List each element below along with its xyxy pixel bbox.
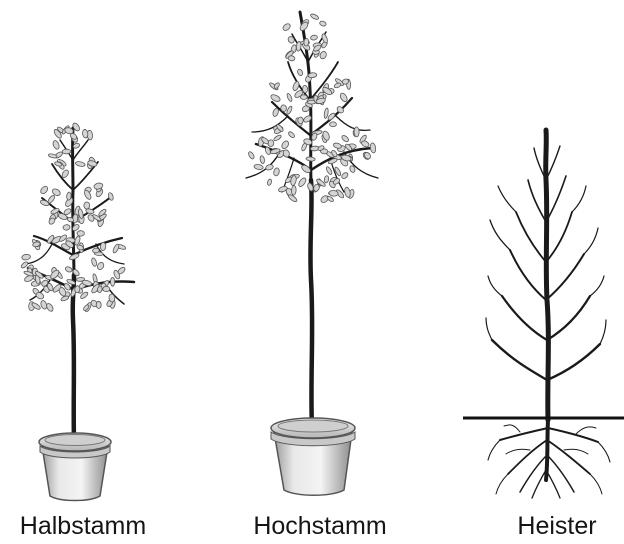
leaf xyxy=(304,38,309,46)
leaf xyxy=(93,182,103,190)
leaf xyxy=(306,156,316,161)
leaf xyxy=(109,294,116,303)
leaf xyxy=(330,122,337,127)
leaf xyxy=(110,277,114,286)
leaf xyxy=(76,277,84,282)
leaf xyxy=(75,161,86,167)
leaf xyxy=(370,143,377,154)
hochstamm-tree xyxy=(246,12,378,495)
leaf xyxy=(291,185,296,195)
halbstamm-pot xyxy=(39,433,111,501)
leaf xyxy=(321,33,329,44)
leaf xyxy=(280,105,287,112)
leaf xyxy=(264,146,271,155)
leaf xyxy=(265,164,274,171)
leaf xyxy=(344,187,351,198)
leaf xyxy=(313,184,320,193)
leaf xyxy=(60,295,69,302)
leaf xyxy=(92,248,99,254)
leaf xyxy=(84,202,90,209)
leaf xyxy=(280,140,290,150)
leaf xyxy=(288,131,296,139)
leaf xyxy=(288,55,295,61)
leaf xyxy=(329,190,339,197)
leaf xyxy=(75,286,81,293)
leaf xyxy=(91,257,98,267)
halbstamm-tree xyxy=(20,122,134,501)
leaf xyxy=(21,254,30,261)
leaf xyxy=(62,149,71,154)
leaf xyxy=(272,108,280,118)
leaf xyxy=(47,194,56,204)
leaf xyxy=(273,134,282,142)
leaf xyxy=(96,261,105,271)
leaf xyxy=(40,300,48,310)
heister-branches xyxy=(486,130,606,420)
leaf xyxy=(66,192,71,200)
leaf xyxy=(297,68,304,76)
leaf xyxy=(333,142,342,149)
leaf xyxy=(292,81,300,92)
leaf xyxy=(49,269,60,280)
leaf xyxy=(267,179,273,186)
leaf xyxy=(354,127,359,137)
leaf xyxy=(286,105,293,114)
leaf xyxy=(247,151,255,160)
leaf xyxy=(333,82,341,89)
label-halbstamm: Halbstamm xyxy=(8,508,158,544)
hochstamm-pot xyxy=(271,418,355,495)
label-hochstamm: Hochstamm xyxy=(240,508,400,544)
leaf xyxy=(65,266,73,273)
leaf xyxy=(341,171,349,179)
heister-roots xyxy=(488,420,610,498)
leaf xyxy=(77,231,85,237)
heister-tree xyxy=(463,130,624,498)
label-heister: Heister xyxy=(500,508,614,544)
leaf xyxy=(273,167,280,176)
leaf xyxy=(297,177,307,188)
leaf xyxy=(259,155,265,163)
leaf xyxy=(319,20,327,27)
leaf xyxy=(103,286,110,291)
leaf xyxy=(286,93,293,102)
leaf xyxy=(301,143,308,152)
leaf xyxy=(298,117,304,124)
leaf xyxy=(100,242,106,251)
leaf xyxy=(325,166,333,175)
leaf xyxy=(282,22,292,32)
leaf xyxy=(319,50,328,59)
leaf xyxy=(310,35,317,41)
leaf xyxy=(96,301,101,308)
leaf xyxy=(341,134,350,143)
leaf xyxy=(339,92,349,103)
leaf xyxy=(63,224,71,230)
leaf xyxy=(310,13,320,20)
leaf xyxy=(324,175,329,183)
leaf xyxy=(254,164,264,170)
leaf xyxy=(52,140,60,150)
leaf xyxy=(39,185,49,195)
leaf xyxy=(82,129,88,138)
